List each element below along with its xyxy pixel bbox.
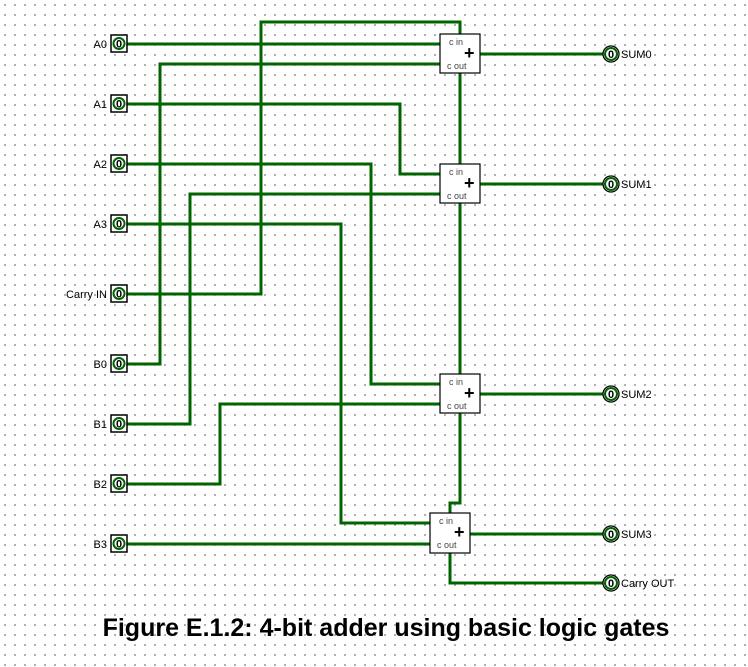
- pin-value: 0: [116, 289, 122, 301]
- plus-symbol: +: [464, 43, 475, 63]
- cin-label: c in: [439, 516, 453, 526]
- input-pin-b2[interactable]: 0 B2: [94, 474, 128, 493]
- pin-value: 0: [116, 39, 122, 51]
- input-pin-b0[interactable]: 0 B0: [94, 354, 128, 373]
- pin-label: SUM0: [621, 49, 652, 61]
- pin-value: 0: [116, 159, 122, 171]
- pin-label: A0: [94, 39, 107, 51]
- pin-label: B2: [94, 479, 107, 491]
- pin-state-icon: [112, 477, 126, 490]
- output-ring-icon: [604, 177, 618, 191]
- input-pin-a2[interactable]: 0 A2: [94, 154, 128, 173]
- pin-label: SUM3: [621, 529, 652, 541]
- adder-body: [439, 163, 481, 204]
- cin-label: c in: [449, 37, 463, 47]
- adder-3[interactable]: c in + c out: [429, 512, 471, 554]
- output-pin-sum3[interactable]: 0 SUM3: [602, 525, 652, 543]
- adder-1[interactable]: c in + c out: [439, 163, 481, 204]
- plus-symbol: +: [464, 383, 475, 403]
- pin-label: Carry OUT: [621, 578, 674, 590]
- pin-state-icon: [112, 537, 126, 550]
- input-pin-a0[interactable]: 0 A0: [94, 34, 128, 53]
- pin-value: 0: [116, 219, 122, 231]
- pin-label: SUM1: [621, 179, 652, 191]
- output-pin-sum2[interactable]: 0 SUM2: [602, 385, 652, 403]
- plus-symbol: +: [464, 173, 475, 193]
- input-pin-b1[interactable]: 0 B1: [94, 414, 128, 433]
- adder-0[interactable]: c in + c out: [439, 33, 481, 74]
- pin-value: 0: [116, 99, 122, 111]
- adder-2[interactable]: c in + c out: [439, 373, 481, 414]
- wires: [126, 20, 605, 585]
- output-pin-sum0[interactable]: 0 SUM0: [602, 45, 652, 63]
- pin-value: 0: [608, 389, 614, 401]
- input-pin-a1[interactable]: 0 A1: [94, 94, 128, 113]
- pin-value: 0: [116, 479, 122, 491]
- input-pin-b3[interactable]: 0 B3: [94, 534, 128, 553]
- pin-state-icon: [112, 37, 126, 50]
- pin-label: B1: [94, 419, 107, 431]
- figure-caption: Figure E.1.2: 4-bit adder using basic lo…: [102, 614, 670, 642]
- pin-state-icon: [112, 217, 126, 230]
- adder-body: [439, 33, 481, 74]
- pin-label: B0: [94, 359, 107, 371]
- pin-value: 0: [116, 359, 122, 371]
- pin-state-icon: [112, 97, 126, 110]
- pin-value: 0: [608, 49, 614, 61]
- output-ring-icon: [604, 47, 618, 61]
- cin-label: c in: [449, 167, 463, 177]
- wire-carry-2-3: [448, 411, 462, 515]
- adder-body: [439, 373, 481, 414]
- output-pin-sum1[interactable]: 0 SUM1: [602, 175, 652, 193]
- pin-state-icon: [112, 357, 126, 370]
- pin-state-icon: [112, 287, 126, 300]
- output-ring-icon: [604, 576, 618, 590]
- wire-b0: [126, 62, 442, 366]
- pin-label: A3: [94, 219, 107, 231]
- cout-label: c out: [447, 191, 467, 201]
- wire-a2: [126, 162, 442, 386]
- input-pin-a3[interactable]: 0 A3: [94, 214, 128, 233]
- pin-label: SUM2: [621, 389, 652, 401]
- cout-label: c out: [447, 401, 467, 411]
- wire-carry-in: [126, 20, 462, 296]
- pin-label: A2: [94, 159, 107, 171]
- cout-label: c out: [437, 540, 457, 550]
- wire-a1: [126, 102, 442, 176]
- wire-a3: [126, 222, 432, 525]
- wire-b2: [126, 402, 442, 486]
- output-pin-carry-out[interactable]: 0 Carry OUT: [602, 574, 674, 592]
- pin-label: Carry IN: [66, 289, 107, 301]
- output-ring-icon: [604, 387, 618, 401]
- pin-state-icon: [112, 157, 126, 170]
- pin-value: 0: [608, 179, 614, 191]
- pin-value: 0: [608, 578, 614, 590]
- pin-value: 0: [116, 539, 122, 551]
- wire-carry-out: [448, 551, 605, 585]
- output-ring-icon: [604, 527, 618, 541]
- pin-state-icon: [112, 417, 126, 430]
- pin-value: 0: [608, 529, 614, 541]
- cout-label: c out: [447, 61, 467, 71]
- adder-body: [429, 512, 471, 554]
- wire-b1: [126, 192, 442, 426]
- input-pin-carry-in[interactable]: 0 Carry IN: [66, 284, 128, 303]
- pin-label: B3: [94, 539, 107, 551]
- cin-label: c in: [449, 377, 463, 387]
- pin-label: A1: [94, 99, 107, 111]
- pin-value: 0: [116, 419, 122, 431]
- plus-symbol: +: [454, 522, 465, 542]
